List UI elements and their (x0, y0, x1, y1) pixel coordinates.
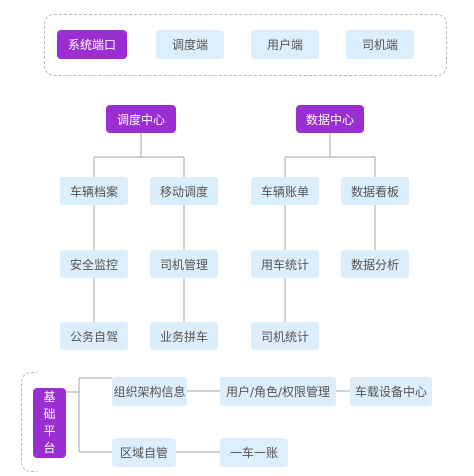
user-port-node: 用户端 (251, 30, 319, 59)
one-vehicle-one-account-node: 一车一账 (220, 438, 288, 467)
user-role-permission-node: 用户/角色/权限管理 (220, 377, 336, 406)
dispatch-center-node: 调度中心 (106, 105, 176, 133)
safety-monitoring-node: 安全监控 (60, 250, 128, 278)
driver-port-node: 司机端 (346, 30, 414, 59)
vehicle-bill-node: 车辆账单 (251, 177, 319, 205)
driver-management-node: 司机管理 (150, 250, 218, 278)
business-carpool-node: 业务拼车 (150, 322, 218, 350)
base-platform-char: 台 (43, 441, 56, 455)
base-platform-bracket (21, 372, 37, 472)
mobile-dispatch-node: 移动调度 (150, 177, 218, 205)
base-platform-char: 基 (43, 390, 56, 404)
base-platform-char: 平 (43, 424, 56, 438)
vehicle-device-center-node: 车载设备中心 (350, 377, 432, 406)
driver-stats-node: 司机统计 (251, 322, 319, 350)
base-platform-node: 基 础 平 台 (33, 388, 66, 458)
vehicle-records-node: 车辆档案 (60, 177, 128, 205)
data-center-node: 数据中心 (296, 105, 364, 133)
system-port-node: 系统端口 (57, 30, 127, 59)
org-structure-node: 组织架构信息 (112, 377, 187, 406)
regional-self-management-node: 区域自管 (112, 438, 176, 467)
data-analysis-node: 数据分析 (341, 250, 409, 278)
ports-frame (44, 14, 447, 76)
base-platform-char: 础 (43, 407, 56, 421)
official-self-drive-node: 公务自驾 (60, 322, 128, 350)
vehicle-usage-stats-node: 用车统计 (251, 250, 319, 278)
dispatcher-port-node: 调度端 (156, 30, 224, 59)
data-dashboard-node: 数据看板 (341, 177, 409, 205)
